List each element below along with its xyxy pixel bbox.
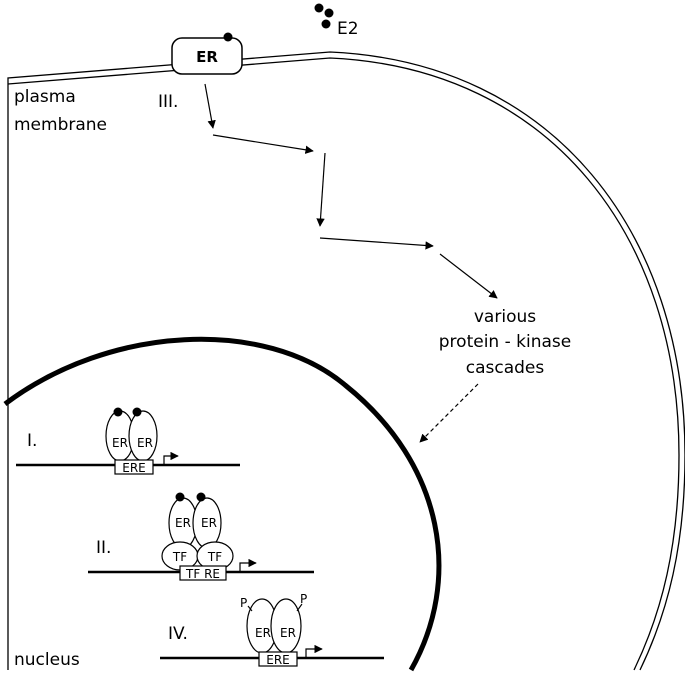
phosphate-label: P — [240, 596, 247, 610]
cascade-arrow — [316, 152, 326, 227]
e2-dot — [324, 8, 334, 18]
bound-e2-dot — [113, 407, 123, 417]
pathway-ii-label: II. — [96, 538, 111, 558]
cascade-arrow — [204, 83, 216, 129]
plasma-membrane-inner — [7, 57, 680, 671]
membrane-er-label: ER — [196, 48, 218, 66]
bound-e2-dot — [196, 492, 206, 502]
tf-label: TF — [172, 550, 187, 564]
dashed-arrow-to-nucleus — [419, 383, 479, 443]
phosphate-label: P — [300, 592, 307, 606]
nucleus-label: nucleus — [14, 650, 80, 670]
e2-dot — [314, 3, 324, 13]
nuclear-envelope — [3, 336, 442, 672]
tf-label: TF — [207, 550, 222, 564]
transcription-start-arrow — [239, 558, 257, 572]
plasma-membrane-label: membrane — [14, 115, 107, 135]
cascade-arrow — [319, 237, 434, 250]
ere-label: ERE — [122, 461, 146, 475]
pathway-i-label: I. — [27, 431, 37, 451]
e2-dot — [321, 19, 331, 29]
transcription-start-arrow — [163, 451, 179, 465]
ere-label: ERE — [266, 653, 290, 667]
er-label: ER — [175, 516, 191, 530]
plasma-membrane-outer — [7, 51, 685, 671]
bound-e2-dot — [175, 492, 185, 502]
er-label: ER — [280, 626, 296, 640]
ere-box — [258, 651, 298, 667]
er-label: ER — [255, 626, 271, 640]
cascade-label: protein - kinase — [439, 332, 571, 352]
phospho-bond — [296, 603, 303, 612]
bound-e2-dot — [223, 32, 233, 42]
cascade-label: cascades — [466, 358, 545, 378]
pathway-iii-label: III. — [158, 92, 178, 112]
er-label: ER — [201, 516, 217, 530]
e2-label: E2 — [337, 19, 359, 39]
tfre-label: TF RE — [185, 567, 220, 581]
cascade-arrow — [212, 134, 314, 154]
plasma-membrane-label: plasma — [14, 87, 76, 107]
ere-box — [114, 459, 154, 475]
pathway-iv-label: IV. — [168, 624, 188, 644]
er-label: ER — [137, 436, 153, 450]
transcription-start-arrow — [305, 644, 323, 658]
tfre-box — [179, 565, 227, 581]
cascade-arrow — [439, 253, 498, 299]
cascade-label: various — [474, 307, 536, 327]
bound-e2-dot — [132, 407, 142, 417]
er-label: ER — [112, 436, 128, 450]
phospho-bond — [247, 605, 253, 612]
membrane-er-receptor — [171, 37, 243, 75]
